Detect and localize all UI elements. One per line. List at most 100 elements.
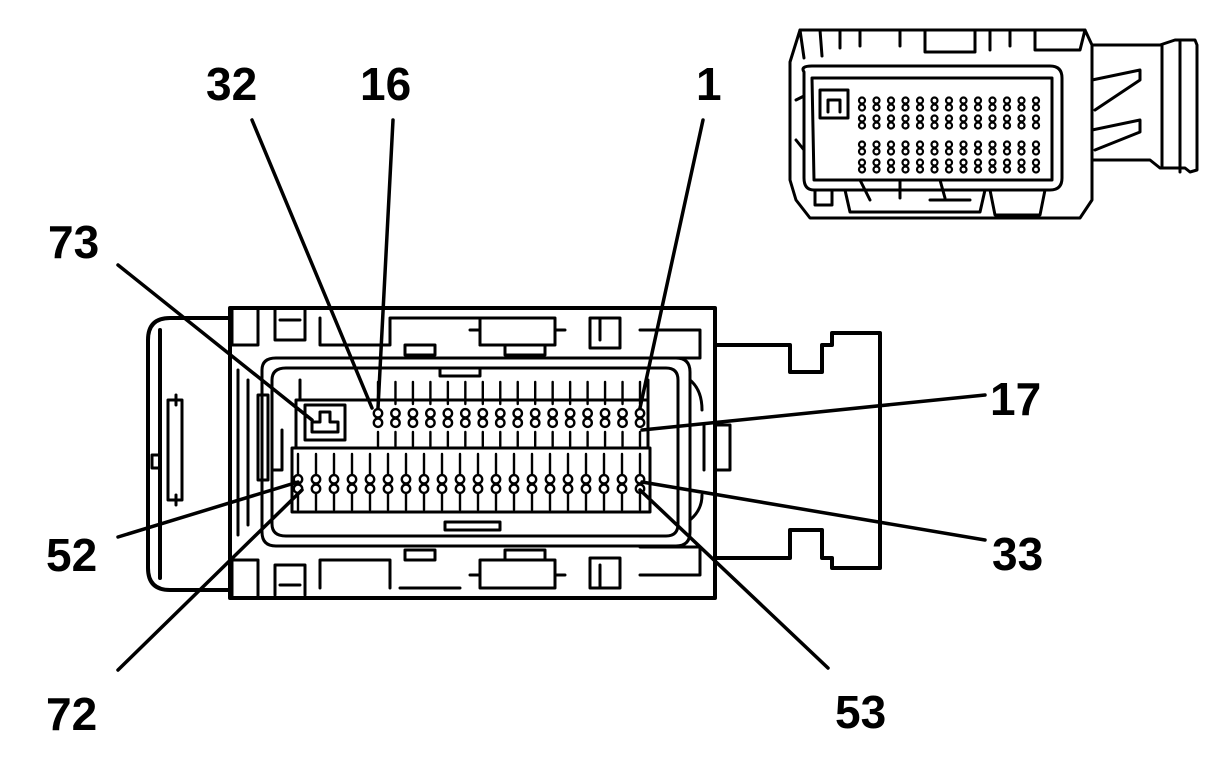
pin-label-53: 53 [835,686,886,738]
pin-cavity [407,407,419,429]
inset-pin-cavity [944,96,954,112]
pin-cavity [310,473,322,495]
inset-pin-cavity [988,140,997,156]
pin-cavity [547,407,559,429]
leader-lines [116,118,987,672]
pin-cavity [490,473,502,495]
inset-pin-cavity [901,96,910,112]
inset-pin-cavity [886,114,896,130]
inset-pin-cavity [915,158,925,174]
inset-pin-cavity [988,96,997,112]
pin-cavity [512,407,524,429]
pin-cavity [442,407,454,429]
leader-1 [638,118,705,410]
pin-label-52: 52 [46,529,97,581]
pin-cavity [390,407,401,429]
pin-cavity [424,407,436,429]
leader-72 [116,488,304,672]
inset-pin-cavity [886,140,896,156]
pin-cavity [328,473,340,495]
inset-pin-cavity [901,114,910,130]
inset-pin-cavity [930,96,939,112]
inset-pin-cavity [959,114,968,130]
pin-cavity [494,407,506,429]
inset-pin-cavity [901,158,910,174]
pin-label-32: 32 [206,58,257,110]
inset-pin-cavity [1031,96,1041,112]
inset-pin-cavity [872,114,881,130]
pin-label-33: 33 [992,528,1043,580]
pin-cavity [418,473,430,495]
inset-pin-cavity [988,158,997,174]
pin-cavity [382,473,394,495]
connector-perspective-view [788,28,1199,220]
inset-pin-cavity [959,140,968,156]
pin-cavity [582,407,593,429]
pin-cavity [617,407,628,429]
connector-front-view [146,306,882,600]
inset-pin-cavity [973,158,983,174]
pin-cavity [580,473,592,495]
inset-pin-cavity [1017,140,1026,156]
inset-pin-cavity [1002,96,1012,112]
pin-label-73: 73 [48,216,99,268]
inset-pin-cavity [886,158,896,174]
inset-pin-cavity [901,140,910,156]
inset-pin-cavity [988,114,997,130]
leader-53 [638,488,830,670]
pin-cavity [598,473,610,495]
inset-pin-cavity [930,140,939,156]
pin-cavity [508,473,520,495]
pin-cavity [400,473,412,495]
pin-cavity [364,473,376,495]
inset-pin-cavity [1031,140,1041,156]
inset-pin-cavity [915,114,925,130]
inset-pin-cavity [1031,158,1041,174]
inset-pin-cavity [915,140,925,156]
inset-pin-cavity [944,114,954,130]
inset-pin-cavity [872,158,881,174]
inset-pin-cavity [959,96,968,112]
inset-pin-cavity [886,96,896,112]
inset-pin-cavity [857,114,867,130]
pin-label-72: 72 [46,688,97,740]
leader-17 [640,393,987,432]
inset-pin-cavity [857,158,867,174]
pin-cavity [436,473,448,495]
inset-pin-cavity [1017,158,1026,174]
pin-cavity [529,407,541,429]
pin-cavity [454,473,466,495]
inset-pin-cavity [1031,114,1041,130]
pin-cavity [599,407,611,429]
inset-pin-cavity [973,140,983,156]
pin-label-17: 17 [990,373,1041,425]
pin-labels: 32 16 1 73 17 52 33 72 53 [46,58,1043,740]
inset-pin-cavity [944,140,954,156]
inset-pin-cavity [1002,114,1012,130]
pin-cavity [634,407,646,429]
inset-pin-cavity [915,96,925,112]
inset-pin-cavity [872,96,881,112]
pin-cavity [346,473,358,495]
leader-16 [376,118,395,410]
pin-cavity [526,473,538,495]
leader-33 [640,480,987,542]
inset-pin-cavity [944,158,954,174]
inset-pin-cavity [1002,140,1012,156]
pin-label-16: 16 [360,58,411,110]
pin-cavity [564,407,576,429]
leader-32 [250,118,374,410]
inset-pin-cavity [973,114,983,130]
leader-52 [116,480,300,539]
inset-pin-cavity [1017,96,1026,112]
inset-pin-cavity [973,96,983,112]
pin-label-1: 1 [696,58,722,110]
inset-pin-cavity [959,158,968,174]
inset-pin-cavity [930,114,939,130]
pin-cavity [544,473,556,495]
leader-73 [116,263,314,422]
pin-cavity [562,473,574,495]
inset-pin-cavity [872,140,881,156]
